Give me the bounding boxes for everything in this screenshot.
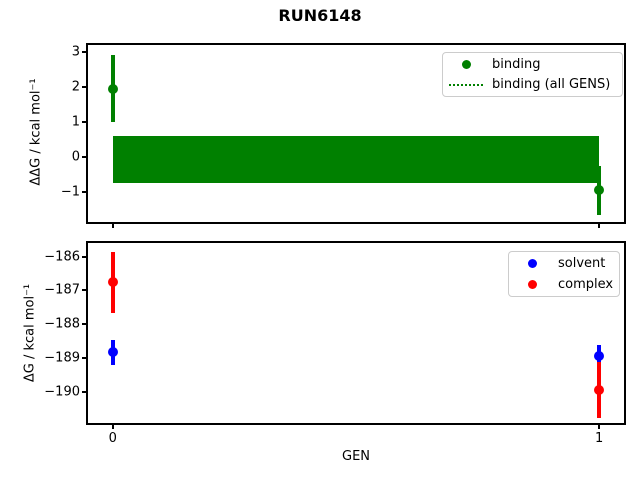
data-point-complex bbox=[107, 277, 118, 288]
dotted-line-icon bbox=[449, 83, 483, 86]
data-point-solvent bbox=[594, 350, 605, 361]
legend-entry-complex: complex bbox=[515, 274, 613, 295]
legend-entry-binding-all-gens: binding (all GENS) bbox=[449, 75, 616, 96]
x-axis-label-gen: GEN bbox=[341, 449, 371, 464]
y-tick-label: −188 bbox=[44, 316, 80, 332]
binding-dot-icon bbox=[449, 59, 483, 69]
complex-dot-icon bbox=[515, 280, 549, 289]
x-tick-mark bbox=[598, 224, 601, 228]
y-axis-label-ddg: ΔΔG / kcal mol⁻¹ bbox=[28, 78, 44, 186]
y-tick-mark bbox=[82, 391, 86, 394]
y-tick-mark bbox=[82, 357, 86, 360]
data-point-binding bbox=[107, 83, 118, 94]
legend-entry-binding: binding bbox=[449, 54, 616, 75]
y-tick-label: −187 bbox=[44, 282, 80, 298]
legend-entry-solvent: solvent bbox=[515, 253, 613, 274]
x-tick-mark bbox=[598, 425, 601, 429]
legend-label-binding-all-gens: binding (all GENS) bbox=[492, 77, 611, 93]
y-tick-label: −190 bbox=[44, 384, 80, 400]
y-axis-label-dg: ΔG / kcal mol⁻¹ bbox=[22, 283, 38, 383]
y-tick-label: 0 bbox=[71, 149, 80, 165]
data-point-binding bbox=[594, 185, 605, 196]
y-tick-mark bbox=[82, 155, 86, 158]
legend-label-binding: binding bbox=[492, 56, 541, 72]
y-tick-label: 3 bbox=[71, 44, 80, 60]
y-tick-label: 1 bbox=[71, 114, 80, 130]
y-tick-label: −1 bbox=[60, 184, 80, 200]
y-tick-label: 2 bbox=[71, 79, 80, 95]
x-tick-label: 1 bbox=[595, 431, 604, 446]
solvent-dot-icon bbox=[515, 259, 549, 268]
x-tick-mark bbox=[111, 224, 114, 228]
y-tick-mark bbox=[82, 289, 86, 292]
y-tick-label: −189 bbox=[44, 350, 80, 366]
binding-legend: binding binding (all GENS) bbox=[442, 52, 623, 97]
y-tick-mark bbox=[82, 190, 86, 193]
y-tick-mark bbox=[82, 85, 86, 88]
x-tick-mark bbox=[111, 425, 114, 429]
chart-title: RUN6148 bbox=[278, 6, 362, 25]
y-tick-mark bbox=[82, 255, 86, 258]
dg-legend: solvent complex bbox=[508, 251, 620, 297]
data-point-complex bbox=[594, 384, 605, 395]
y-tick-mark bbox=[82, 50, 86, 53]
legend-label-complex: complex bbox=[558, 277, 614, 292]
data-point-solvent bbox=[107, 347, 118, 358]
x-tick-label: 0 bbox=[108, 431, 117, 446]
y-tick-mark bbox=[82, 323, 86, 326]
uncertainty-band-binding-all-GENS- bbox=[112, 135, 600, 183]
y-tick-mark bbox=[82, 120, 86, 123]
y-tick-label: −186 bbox=[44, 249, 80, 265]
legend-label-solvent: solvent bbox=[558, 256, 606, 271]
